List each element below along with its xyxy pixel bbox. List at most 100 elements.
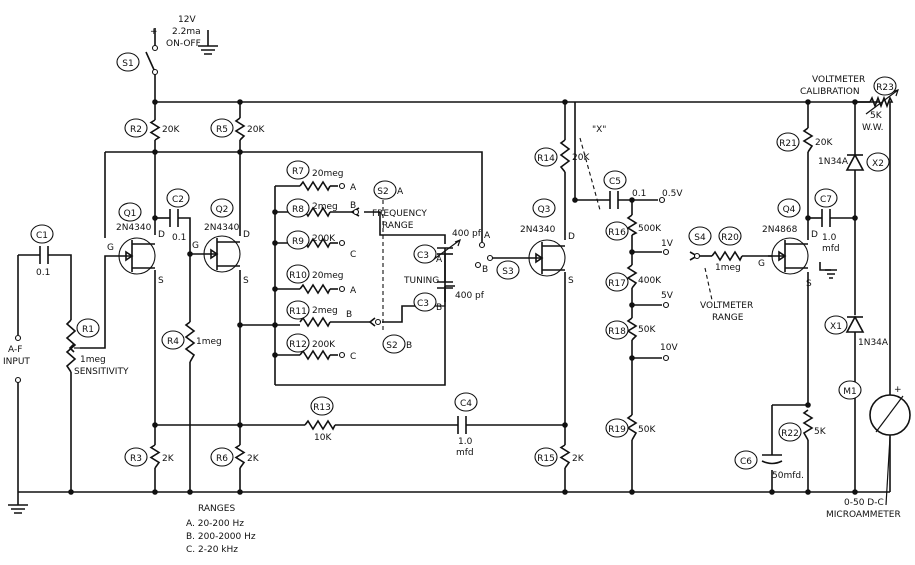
- pin-d-q2: D: [243, 230, 250, 240]
- val-c2: 0.1: [172, 233, 186, 243]
- val-r7: 20meg: [312, 169, 343, 179]
- val-r2: 20K: [162, 125, 180, 135]
- pos-a-bot: A: [350, 286, 357, 296]
- pin-d-q3: D: [568, 232, 575, 242]
- val-c4: 1.0: [458, 437, 473, 447]
- resistor-bodies: [65, 89, 899, 469]
- ref-c4: C4: [460, 399, 472, 409]
- pole-s2b: B: [406, 341, 412, 351]
- val-r12: 200K: [312, 340, 336, 350]
- transistor-symbols: [115, 235, 809, 277]
- val-c3a: 400 pf: [452, 229, 482, 239]
- ref-c3b: C3: [417, 299, 429, 309]
- supply-voltage: 12V: [178, 15, 196, 25]
- ref-q4: Q4: [783, 205, 796, 215]
- ref-bubbles: [30, 52, 897, 470]
- val-r20: 1meg: [715, 263, 741, 273]
- meter-line2: MICROAMMETER: [826, 510, 901, 520]
- val-r1: 1meg: [80, 355, 106, 365]
- pin-g-q4: G: [758, 259, 765, 269]
- ref-c1: C1: [36, 231, 48, 241]
- val-r16: 500K: [638, 224, 662, 234]
- val-r18: 50K: [638, 325, 656, 335]
- ref-c2: C2: [172, 195, 184, 205]
- pin-g-q1: G: [107, 243, 114, 253]
- pos-a-top: A: [350, 183, 357, 193]
- ref-r2: R2: [130, 125, 142, 135]
- ref-r10: R10: [289, 271, 307, 281]
- supply-plus: +: [150, 27, 158, 37]
- ref-s2a: S2: [377, 187, 388, 197]
- type-q1: 2N4340: [116, 223, 152, 233]
- pin-s-q4: S: [806, 279, 812, 289]
- val-r17: 400K: [638, 276, 662, 286]
- val-c1: 0.1: [36, 268, 50, 278]
- freq-line1: FREQUENCY: [372, 209, 427, 219]
- ref-r15: R15: [537, 454, 555, 464]
- val-r22: 5K: [814, 427, 827, 437]
- capacitor-plates: [39, 191, 831, 465]
- labels: + 12V 2.2ma ON-OFF S1 R2 20K R5 20K Q1 2…: [3, 15, 902, 555]
- pin-d-q4: D: [811, 230, 818, 240]
- tap-5v: 5V: [661, 291, 674, 301]
- type-x1: 1N34A: [858, 338, 889, 348]
- meter-plus: +: [894, 385, 902, 395]
- unit-c4: mfd: [456, 448, 474, 458]
- gang-lines: [382, 137, 713, 330]
- val-r19: 50K: [638, 425, 656, 435]
- ref-r19: R19: [608, 425, 626, 435]
- ref-r4: R4: [167, 337, 179, 347]
- ranges-item-a: A. 20-200 Hz: [186, 519, 244, 529]
- val-r8: 2meg: [312, 202, 338, 212]
- ref-r14: R14: [537, 154, 555, 164]
- val-c7: 1.0: [822, 233, 837, 243]
- ref-q2: Q2: [216, 205, 229, 215]
- type-q3: 2N4340: [520, 225, 556, 235]
- ref-s4: S4: [694, 233, 706, 243]
- s3-pos-b: B: [482, 265, 488, 275]
- supply-current: 2.2ma: [172, 27, 201, 37]
- val-r21: 20K: [815, 138, 833, 148]
- input-line2: INPUT: [3, 357, 30, 367]
- ref-r18: R18: [608, 327, 626, 337]
- ref-r3: R3: [130, 454, 142, 464]
- ref-r5: R5: [216, 125, 228, 135]
- ref-r22: R22: [781, 429, 799, 439]
- val-c3b: 400 pf: [455, 291, 485, 301]
- val-r6: 2K: [247, 454, 260, 464]
- ref-r13: R13: [313, 403, 331, 413]
- val2-r23: W.W.: [862, 123, 883, 133]
- cal-line2: CALIBRATION: [800, 87, 860, 97]
- ref-r6: R6: [216, 454, 228, 464]
- pos-c-top: C: [350, 250, 356, 260]
- ranges-item-b: B. 200-2000 Hz: [186, 532, 256, 542]
- ref-r17: R17: [608, 279, 626, 289]
- ref-r16: R16: [608, 228, 626, 238]
- label-r1: SENSITIVITY: [74, 367, 129, 377]
- ref-q1: Q1: [124, 209, 137, 219]
- ref-s1: S1: [122, 59, 133, 69]
- ref-r21: R21: [779, 139, 797, 149]
- val-r5: 20K: [247, 125, 265, 135]
- pos-b-bot: B: [346, 310, 352, 320]
- pos-c-bot: C: [350, 352, 356, 362]
- junctions: [68, 99, 858, 495]
- vrange-line1: VOLTMETER: [700, 301, 753, 311]
- ranges-item-c: C. 2-20 kHz: [186, 545, 238, 555]
- ranges-title: RANGES: [198, 504, 235, 514]
- ref-r7: R7: [292, 167, 304, 177]
- tap-05v: 0.5V: [662, 189, 683, 199]
- ref-c5: C5: [609, 177, 621, 187]
- unit-c7: mfd: [822, 244, 840, 254]
- vrange-line2: RANGE: [712, 313, 744, 323]
- type-q4: 2N4868: [762, 225, 798, 235]
- input-line1: A-F: [8, 345, 22, 355]
- ref-r23: R23: [876, 83, 894, 93]
- ref-r12: R12: [289, 340, 307, 350]
- ref-c3a: C3: [417, 251, 429, 261]
- val-c5: 0.1: [632, 189, 646, 199]
- pin-s-q1: S: [158, 276, 164, 286]
- ref-r9: R9: [292, 237, 304, 247]
- tap-1v: 1V: [661, 239, 674, 249]
